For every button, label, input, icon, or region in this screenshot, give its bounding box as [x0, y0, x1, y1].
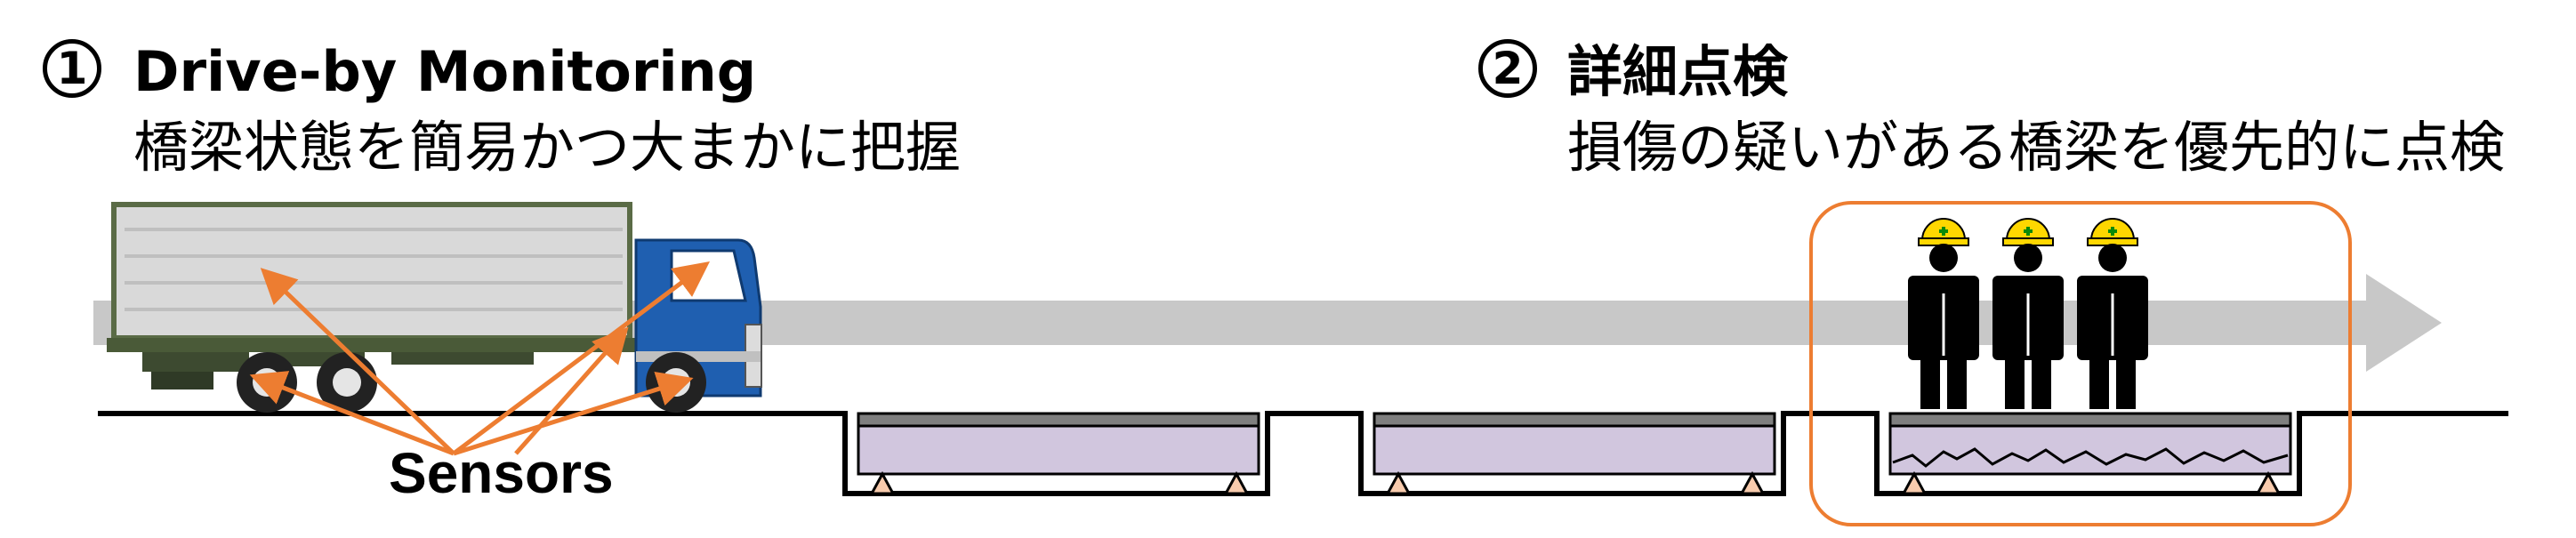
ground-line — [98, 411, 2508, 496]
step2-number: 2 — [1492, 43, 1524, 94]
sensor-arrow-icon — [260, 268, 455, 455]
truck-icon — [107, 202, 762, 413]
step2-subtitle: 損傷の疑いがある橋梁を優先的に点検 — [1567, 115, 2506, 180]
crack-line — [1892, 447, 2289, 468]
step2-number-badge: 2 — [1478, 39, 1537, 98]
sensor-arrow-icon — [452, 261, 710, 455]
sensor-arrow-icon — [249, 371, 455, 456]
inspection-frame — [1809, 201, 2352, 526]
sensor-arrow-icon — [514, 326, 629, 455]
sensor-arrow-icon — [453, 371, 694, 456]
worker-icon — [1992, 218, 2064, 409]
step1-number: 1 — [56, 43, 88, 94]
worker-icon — [1908, 218, 1979, 409]
sensors-label: Sensors — [389, 441, 614, 505]
damaged-bridge-icon — [1888, 412, 2292, 495]
sensor-arrows — [249, 261, 710, 456]
step2-title: 詳細点検 — [1567, 39, 1789, 104]
step1-number-badge: 1 — [43, 39, 101, 98]
bridge-icon — [857, 412, 1260, 495]
step1-subtitle: 橋梁状態を簡易かつ大まかに把握 — [133, 115, 962, 180]
bridge-icon — [1373, 412, 1776, 495]
step1-title: Drive-by Monitoring — [133, 39, 757, 104]
worker-icon — [2077, 218, 2148, 409]
